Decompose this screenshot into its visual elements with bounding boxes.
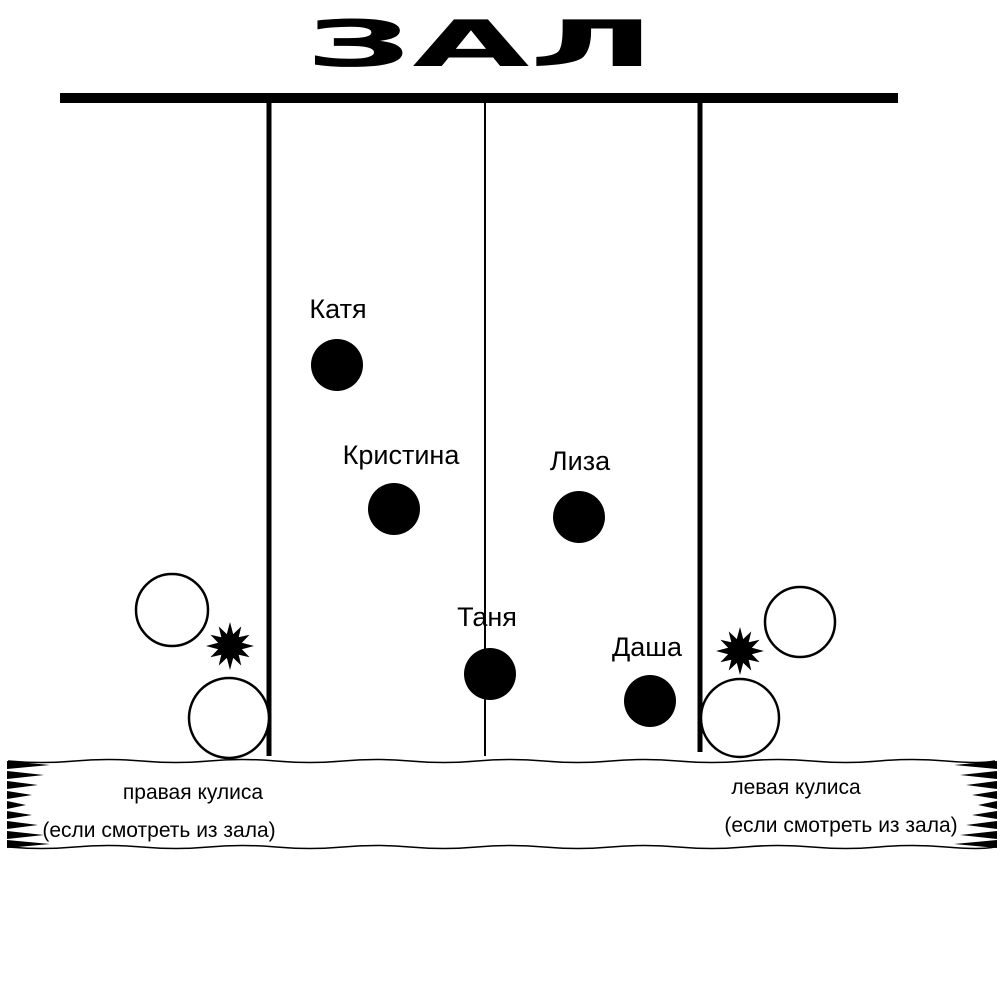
dancer-marker bbox=[368, 483, 420, 535]
stage-front-edge bbox=[60, 93, 898, 103]
prop-ring-left-upper bbox=[134, 572, 210, 648]
dancer-liza: Лиза bbox=[550, 446, 611, 543]
left-wing-note: (если смотреть из зала) bbox=[724, 814, 957, 837]
backstage-strip-top-edge bbox=[7, 758, 996, 764]
curtain-fringe-left bbox=[7, 761, 50, 848]
right-wing-label: правая кулиса bbox=[123, 781, 263, 804]
dancer-marker bbox=[464, 648, 516, 700]
dancer-kristina: Кристина bbox=[343, 440, 461, 535]
dancer-name-label: Даша bbox=[612, 632, 683, 662]
dancer-marker bbox=[311, 339, 363, 391]
right-wing-note: (если смотреть из зала) bbox=[42, 819, 275, 842]
dancer-name-label: Таня bbox=[457, 602, 517, 632]
prop-ring-right-upper bbox=[763, 585, 837, 659]
curtain-fringe-right bbox=[954, 761, 997, 848]
dancer-tanya: Таня bbox=[457, 602, 517, 700]
dancer-marker bbox=[624, 675, 676, 727]
backstage-strip-bottom-edge bbox=[7, 844, 996, 850]
star-icon bbox=[206, 622, 254, 670]
dancer-dasha: Даша bbox=[612, 632, 683, 727]
dancer-katya: Катя bbox=[309, 294, 367, 391]
dancer-name-label: Катя bbox=[309, 294, 366, 324]
dancer-name-label: Лиза bbox=[550, 446, 611, 476]
left-wing-label: левая кулиса bbox=[731, 776, 861, 799]
prop-ring-left-lower bbox=[187, 676, 271, 760]
hall-label: ЗАЛ bbox=[305, 8, 655, 82]
dancer-name-label: Кристина bbox=[343, 440, 461, 470]
star-icon bbox=[716, 627, 764, 675]
dancer-marker bbox=[553, 491, 605, 543]
prop-ring-right-lower bbox=[699, 677, 781, 759]
